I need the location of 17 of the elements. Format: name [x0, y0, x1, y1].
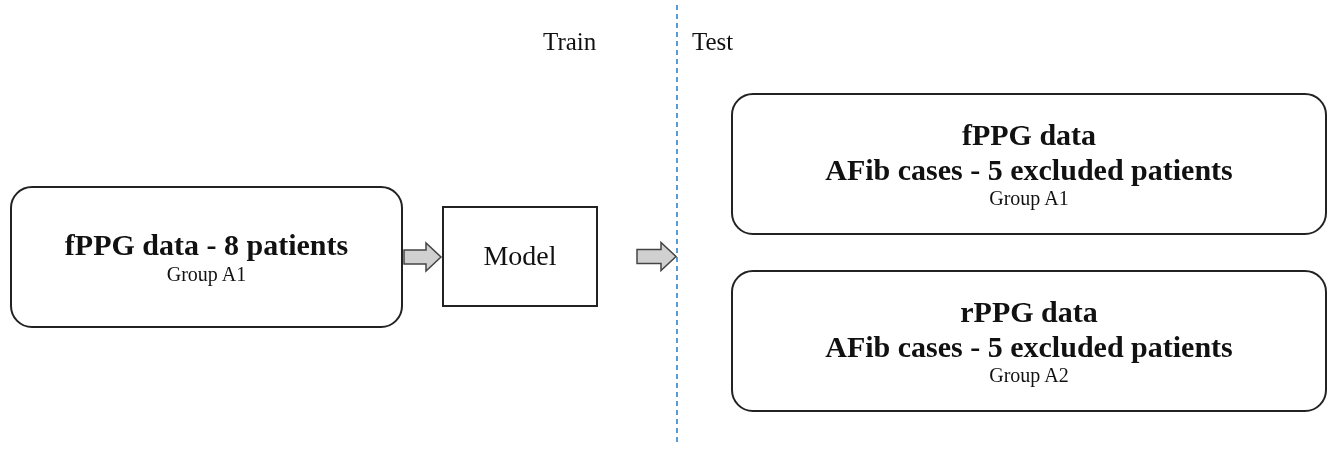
box-heading: AFib cases - 5 excluded patients: [825, 329, 1233, 364]
phase-label: Test: [692, 28, 734, 56]
data-box: [731, 93, 1327, 235]
box-heading: fPPG data: [961, 118, 1097, 153]
block-arrow: [636, 240, 678, 273]
box-heading: AFib cases - 5 excluded patients: [825, 152, 1233, 187]
group-label: Group A1: [166, 262, 247, 286]
group-label: Group A2: [989, 364, 1069, 387]
data-box: [10, 186, 403, 328]
model-box: [442, 206, 598, 307]
data-box: [731, 270, 1327, 412]
box-heading: rPPG data: [960, 295, 1098, 330]
phase-label: Train: [543, 28, 597, 56]
box-heading: fPPG data - 8 patients: [64, 228, 349, 263]
box-label: Model: [483, 240, 557, 273]
block-arrow: [403, 241, 443, 273]
group-label: Group A1: [989, 187, 1069, 210]
